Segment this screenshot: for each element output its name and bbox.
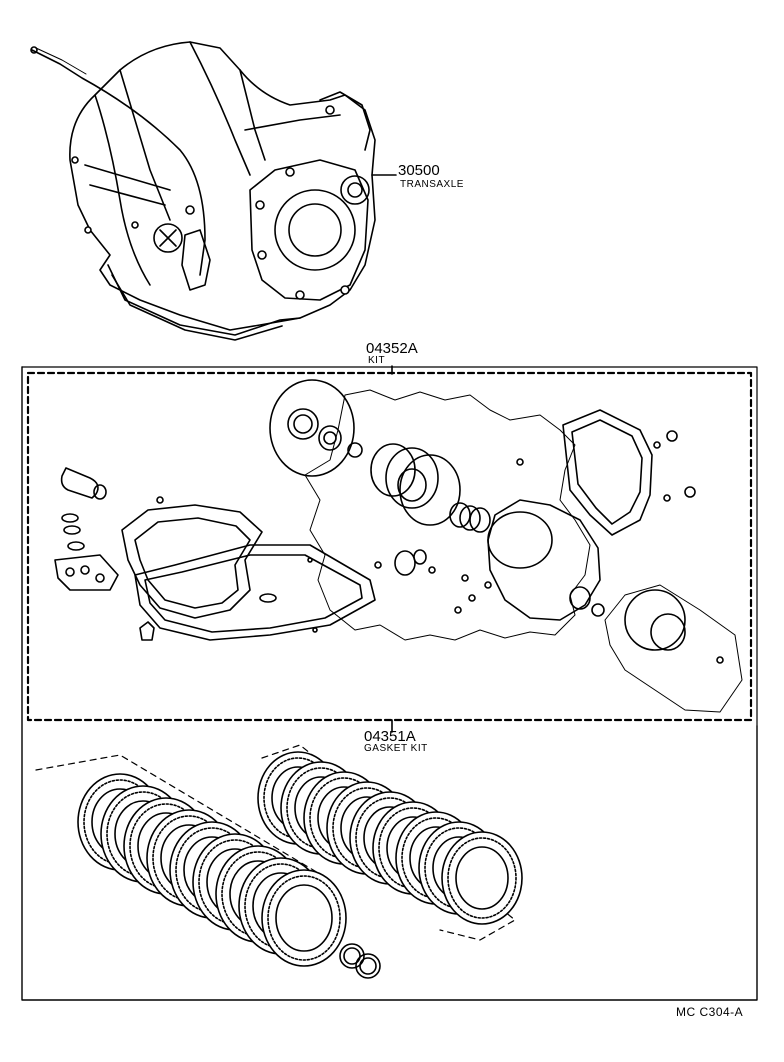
oil-pan xyxy=(107,264,301,336)
filter-tube xyxy=(60,467,99,499)
transaxle-illustration xyxy=(30,41,376,341)
o-ring xyxy=(399,454,461,526)
figure-code: MC C304-A xyxy=(676,1005,744,1019)
clutch-disc-stack-right xyxy=(257,751,523,925)
o-ring xyxy=(385,447,439,509)
valve-body-gasket xyxy=(121,504,263,619)
case-gasket xyxy=(304,389,591,641)
kit-part-number: 04352A xyxy=(366,340,418,357)
housing-gasket xyxy=(487,499,601,621)
clutch-disc-ring xyxy=(447,837,517,919)
snap-ring xyxy=(339,943,365,969)
transaxle-cover xyxy=(249,159,369,301)
transaxle-part-number: 30500 xyxy=(398,162,440,179)
axle-seal xyxy=(624,589,686,651)
kit-gaskets xyxy=(54,379,743,713)
gasket-kit-part-number: 04351A xyxy=(364,728,416,745)
clutch-disc xyxy=(261,869,347,967)
gasket-kit-part-name: GASKET KIT xyxy=(364,743,428,754)
clutch-disc-stack-left xyxy=(77,773,347,967)
clutch-disc-ring xyxy=(275,884,333,952)
transaxle-part-name: TRANSAXLE xyxy=(400,179,464,190)
drain-plug xyxy=(139,621,155,641)
clutch-disc-ring xyxy=(267,875,341,961)
o-ring-small xyxy=(394,550,416,576)
transaxle-housing xyxy=(69,41,376,331)
disc-tray-right xyxy=(261,744,516,941)
kit-part-name: KIT xyxy=(368,355,386,366)
clutch-disc-ring xyxy=(455,846,509,910)
shift-cable xyxy=(31,49,206,276)
side-cover-gasket xyxy=(562,409,653,536)
kit-outline xyxy=(26,371,753,722)
snap-ring xyxy=(355,953,381,979)
strainer-gasket xyxy=(54,554,119,591)
oil-pan-gasket xyxy=(134,544,376,641)
clutch-disc xyxy=(441,831,523,925)
pump-gasket xyxy=(269,379,355,477)
disc-tray-left xyxy=(35,754,331,881)
